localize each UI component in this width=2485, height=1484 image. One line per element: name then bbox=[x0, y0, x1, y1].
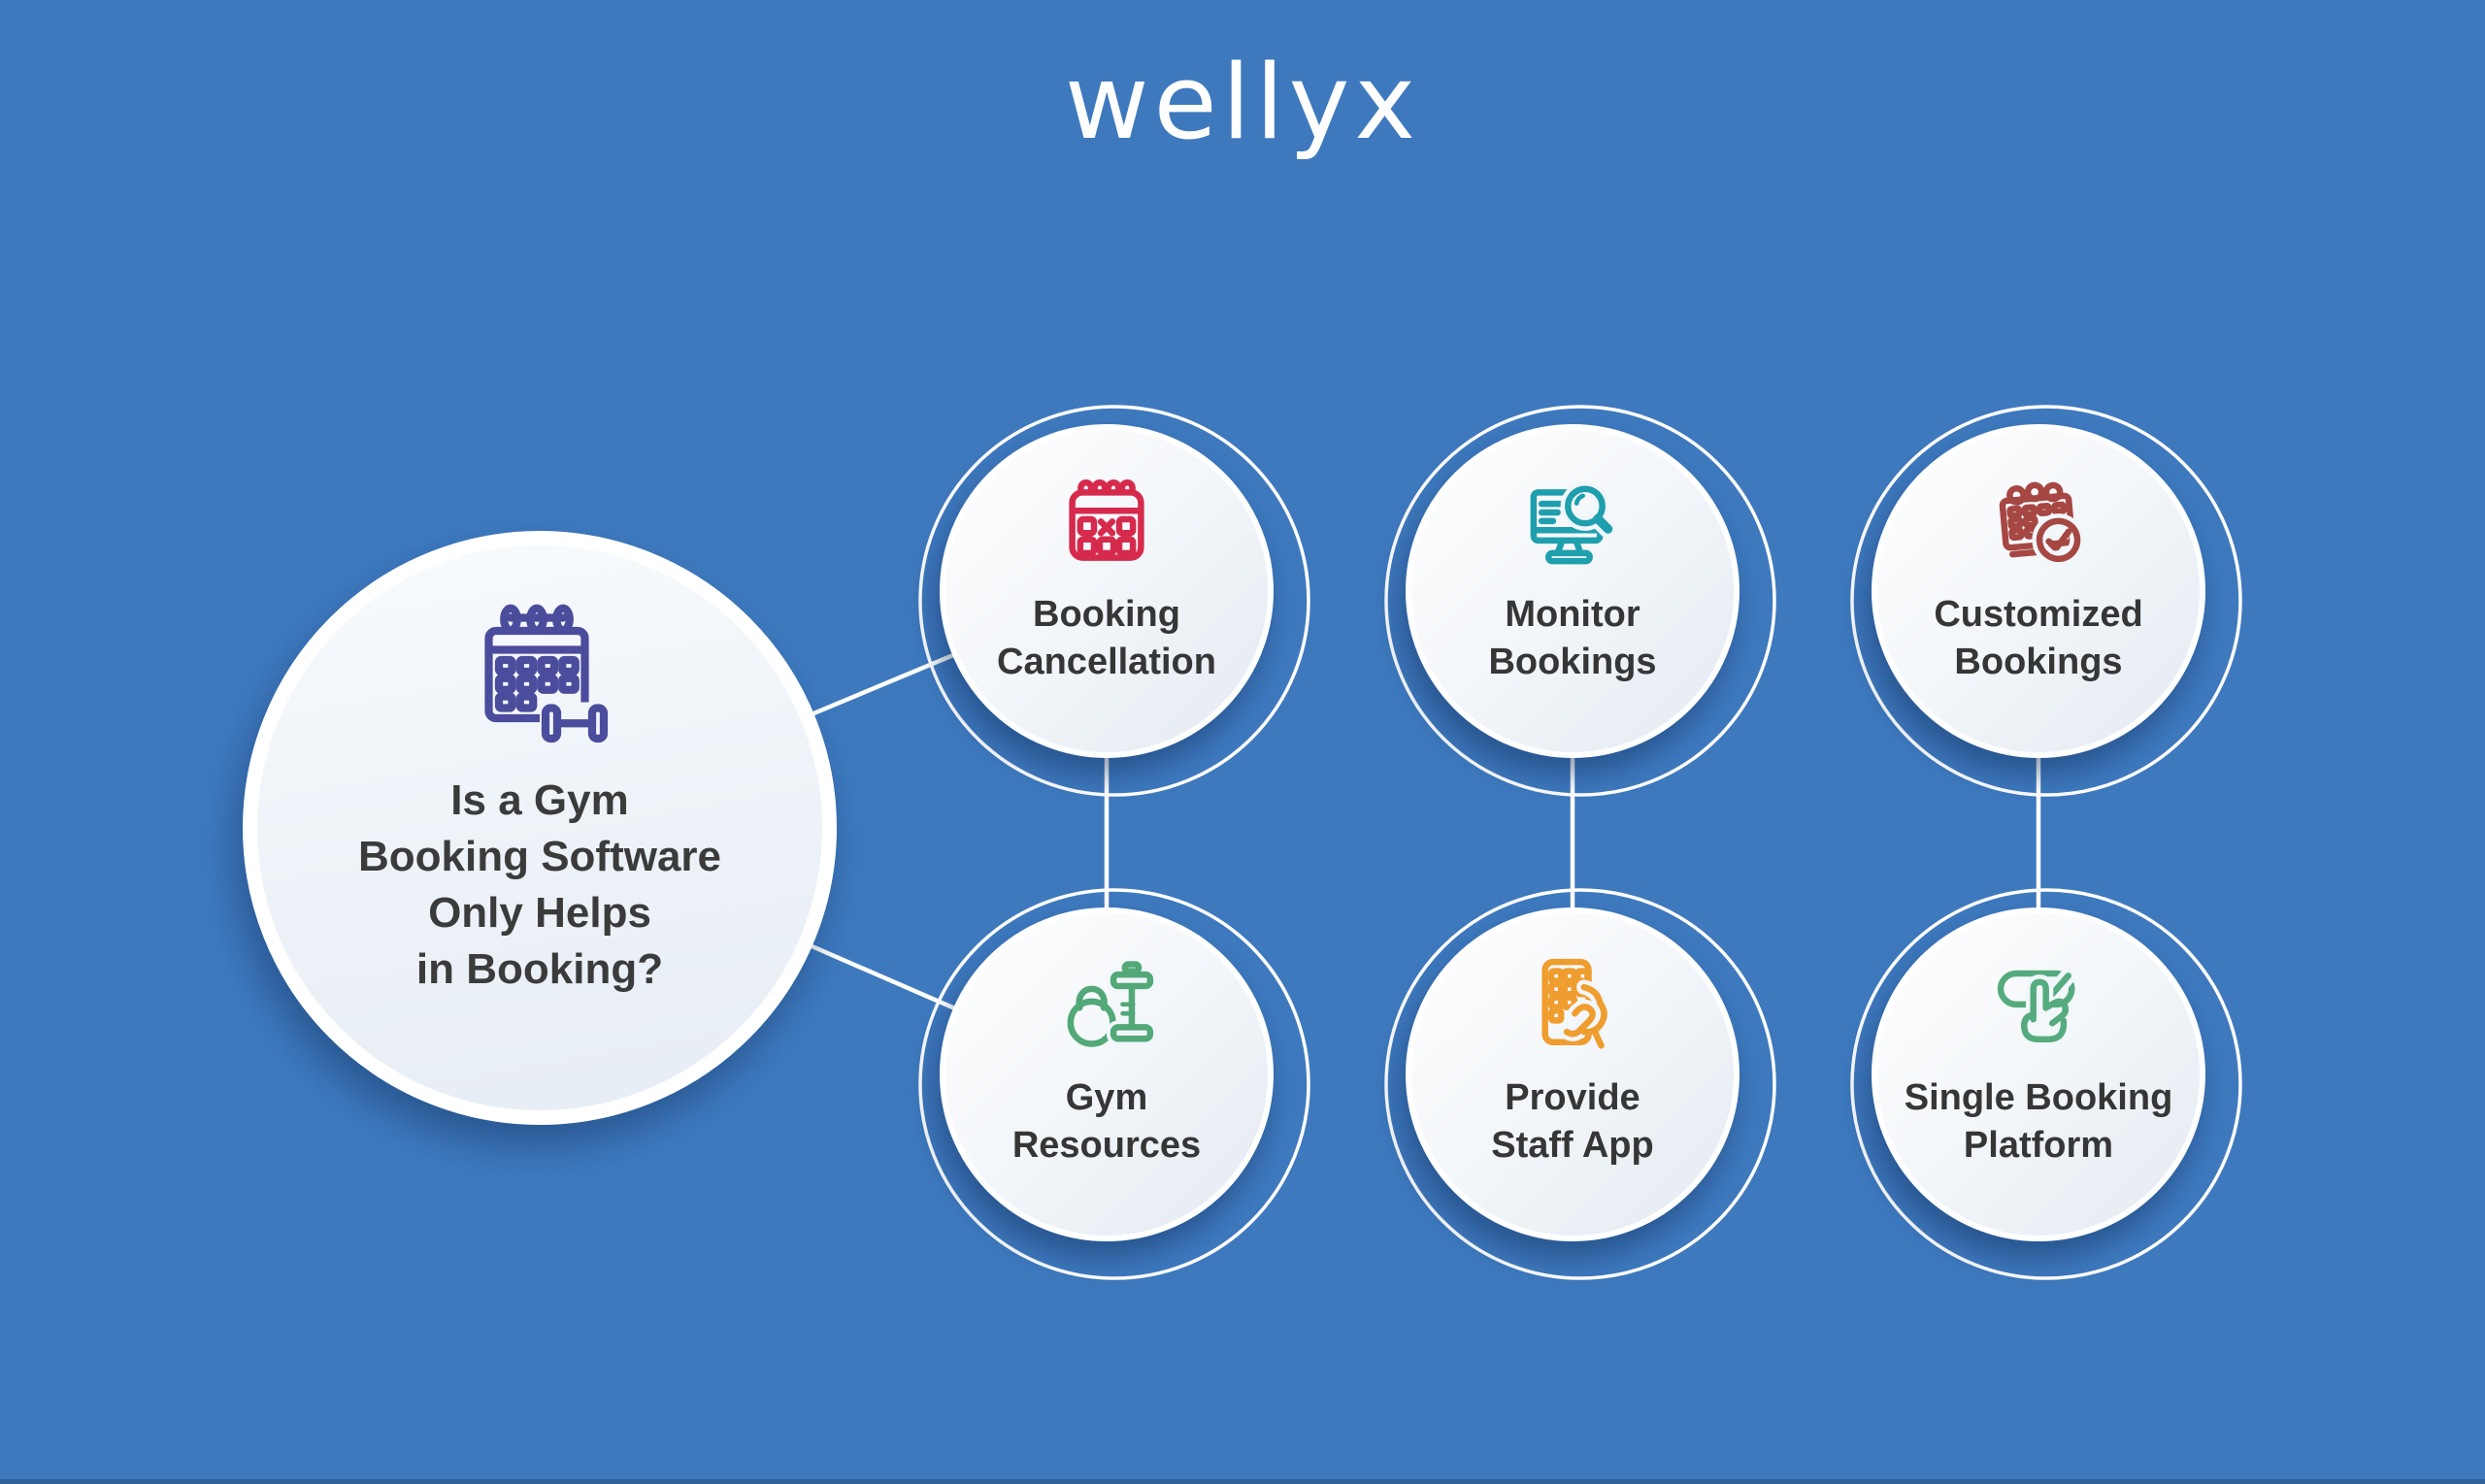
monitor-magnifier-icon bbox=[1513, 465, 1632, 579]
kettlebell-dumbbell-icon bbox=[1049, 948, 1164, 1063]
node-label-line: Resources bbox=[1011, 1125, 1202, 1166]
node-label-line: Customized bbox=[1934, 594, 2143, 635]
ring-monitor-bookings bbox=[1384, 405, 1776, 797]
node-label: Gym Resources bbox=[1012, 1074, 1201, 1170]
hub-title-line: Booking Software bbox=[357, 833, 722, 880]
node-customized-bookings: Customized Bookings bbox=[1872, 424, 2205, 758]
node-label: Booking Cancellation bbox=[997, 591, 1216, 686]
node-label: Single Booking Platform bbox=[1905, 1074, 2173, 1170]
hub-title-line: in Booking? bbox=[415, 945, 664, 993]
node-provide-staff-app: Provide Staff App bbox=[1406, 907, 1740, 1241]
hub-circle: Is a Gym Booking Software Only Helps in … bbox=[243, 531, 837, 1125]
node-label: Monitor Bookings bbox=[1488, 591, 1656, 686]
node-label: Customized Bookings bbox=[1934, 591, 2142, 686]
node-label-line: Platform bbox=[1963, 1125, 2114, 1166]
hub-title-line: Only Helps bbox=[428, 889, 651, 937]
node-label-line: Staff App bbox=[1491, 1125, 1654, 1166]
node-label-line: Provide bbox=[1505, 1077, 1640, 1118]
ring-single-booking-platform bbox=[1850, 888, 2242, 1280]
node-label-line: Single Booking bbox=[1904, 1077, 2173, 1118]
node-label-line: Cancellation bbox=[997, 642, 1216, 682]
ring-gym-resources bbox=[918, 888, 1310, 1280]
calendar-dumbbell-icon bbox=[467, 602, 613, 747]
brand-logo: wellyx bbox=[1064, 43, 1421, 162]
node-booking-cancellation: Booking Cancellation bbox=[940, 424, 1274, 758]
node-label-line: Booking bbox=[1033, 594, 1180, 635]
calendar-clock-icon bbox=[1979, 465, 2098, 579]
node-label-line: Bookings bbox=[1488, 642, 1657, 682]
phone-in-hand-icon bbox=[1515, 948, 1630, 1063]
ring-customized-bookings bbox=[1850, 405, 2242, 797]
calendar-cancelled-icon bbox=[1049, 465, 1164, 579]
tap-check-icon bbox=[1981, 948, 2096, 1063]
hub-title: Is a Gym Booking Software Only Helps in … bbox=[358, 773, 721, 998]
ring-provide-staff-app bbox=[1384, 888, 1776, 1280]
node-monitor-bookings: Monitor Bookings bbox=[1406, 424, 1740, 758]
node-label-line: Gym bbox=[1065, 1077, 1148, 1118]
bottom-edge-strip bbox=[0, 1479, 2485, 1484]
node-gym-resources: Gym Resources bbox=[940, 907, 1274, 1241]
node-label-line: Bookings bbox=[1954, 642, 2123, 682]
node-label: Provide Staff App bbox=[1491, 1074, 1653, 1170]
node-single-booking-platform: Single Booking Platform bbox=[1872, 907, 2205, 1241]
ring-booking-cancellation bbox=[918, 405, 1310, 797]
node-label-line: Monitor bbox=[1505, 594, 1640, 635]
hub-title-line: Is a Gym bbox=[450, 776, 629, 824]
